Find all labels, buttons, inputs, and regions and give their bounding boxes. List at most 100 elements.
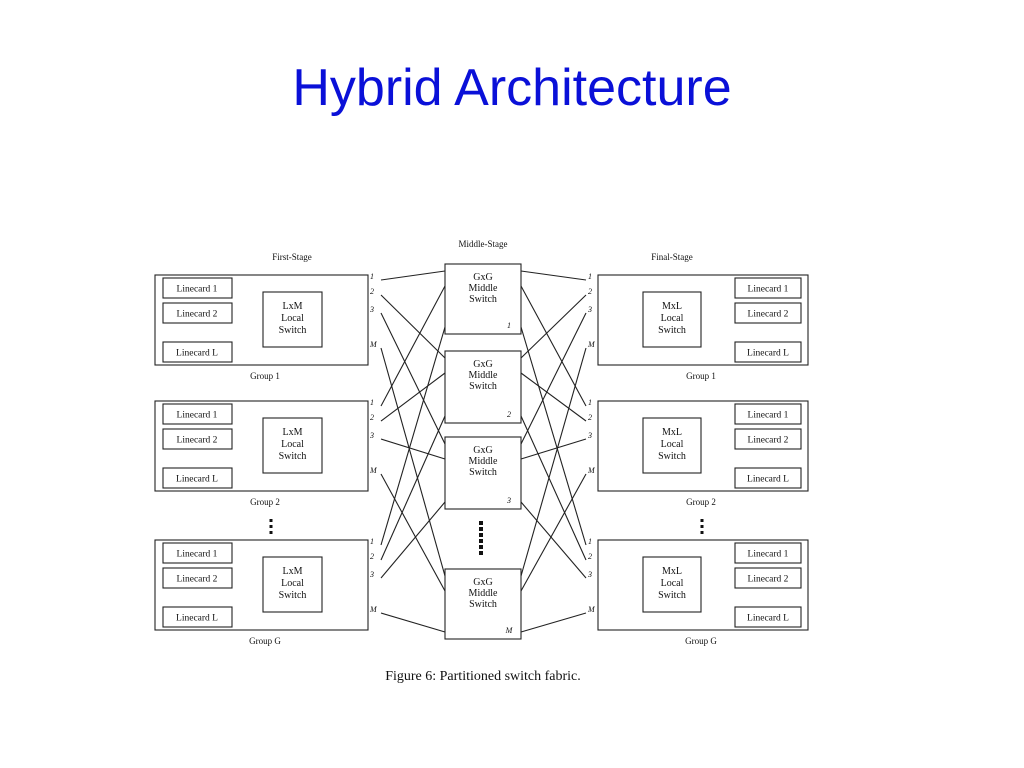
linecard-box [162,467,233,489]
ingress-port-label: 2 [370,552,374,561]
fabric-link [520,312,587,445]
linecard-box [162,428,233,450]
middle-switch-number: M [505,626,514,635]
middle-switch [444,350,522,424]
ingress-port-label: 1 [370,537,374,546]
linecard-box [734,302,802,324]
fabric-link [380,285,446,407]
group-ellipsis-dot [700,519,704,522]
egress-port-label: 2 [588,413,592,422]
ingress-group-label: Group 1 [250,371,280,381]
figure-caption: Figure 6: Partitioned switch fabric. [385,669,581,684]
ingress-switch-label: Switch [279,451,307,462]
ingress-port-label: 3 [369,431,374,440]
fabric-link [520,326,587,546]
middle-switch [444,436,522,510]
ingress-port-label: M [369,605,378,614]
fabric-link [380,326,446,546]
egress-local-switch [642,556,702,613]
middle-switch [444,263,522,335]
ingress-local-switch [262,417,323,474]
middle-switch-number: 1 [507,321,511,330]
linecard-label: Linecard 2 [748,310,789,320]
egress-switch-label: Local [661,578,684,589]
first-stage-label: First-Stage [272,252,312,262]
fabric-link [380,612,446,633]
linecard-box [734,428,802,450]
linecard-label: Linecard 2 [748,436,789,446]
egress-port-label: 1 [588,537,592,546]
middle-switch [444,568,522,640]
egress-local-switch [642,417,702,474]
ingress-switch-label: LxM [283,566,303,577]
middle-ellipsis-dot [479,539,483,543]
ingress-switch-label: LxM [283,427,303,438]
linecard-label: Linecard 1 [177,285,218,295]
egress-group-label: Group 1 [686,371,716,381]
linecard-box [734,277,802,299]
middle-ellipsis-dot [479,545,483,549]
fabric-link [520,438,587,460]
group-ellipsis-dot [269,531,273,534]
group-ellipsis-dot [700,531,704,534]
fabric-link [380,473,446,592]
fabric-link [380,312,446,445]
fabric-link [380,501,446,579]
fabric-link [520,285,587,407]
linecard-box [162,277,233,299]
linecard-box [162,302,233,324]
linecard-label: Linecard 1 [748,285,789,295]
linecard-box [734,542,802,564]
egress-switch-label: Switch [658,590,686,601]
ingress-switch-label: Local [281,313,304,324]
linecard-label: Linecard L [176,349,218,359]
fabric-link [380,294,446,359]
middle-switch-label: Switch [469,599,497,610]
linecard-label: Linecard 2 [177,436,218,446]
fabric-link [380,270,446,281]
ingress-local-switch [262,556,323,613]
linecard-box [734,606,802,628]
fabric-link [520,294,587,359]
linecard-label: Linecard L [747,614,789,624]
fabric-link [380,347,446,577]
fabric-link [520,612,587,633]
fabric-link [380,438,446,460]
ingress-port-label: 1 [370,398,374,407]
middle-ellipsis-dot [479,527,483,531]
ingress-port-label: 3 [369,570,374,579]
fabric-link [520,473,587,592]
linecard-label: Linecard 2 [177,310,218,320]
group-ellipsis-dot [700,525,704,528]
middle-stage-label: Middle-Stage [459,239,508,249]
egress-port-label: 3 [587,570,592,579]
linecard-box [162,341,233,363]
linecard-label: Linecard L [176,614,218,624]
linecard-box [734,403,802,425]
linecard-label: Linecard 2 [177,575,218,585]
fabric-link [520,501,587,579]
ingress-port-label: M [369,340,378,349]
fabric-link [520,347,587,577]
ingress-port-label: M [369,466,378,475]
linecard-label: Linecard 2 [748,575,789,585]
egress-group-label: Group 2 [686,497,716,507]
linecard-box [162,567,233,589]
egress-local-switch [642,291,702,348]
ingress-switch-label: Switch [279,325,307,336]
egress-group-label: Group G [685,636,717,646]
egress-port-label: 1 [588,272,592,281]
middle-ellipsis-dot [479,521,483,525]
linecard-label: Linecard L [176,475,218,485]
middle-switch-number: 3 [506,496,511,505]
egress-port-label: 2 [588,552,592,561]
linecard-box [734,467,802,489]
fabric-link [520,415,587,561]
middle-switch-label: Switch [469,381,497,392]
ingress-switch-label: Switch [279,590,307,601]
linecard-label: Linecard 1 [177,550,218,560]
fabric-link [520,372,587,422]
middle-switch-label: Middle [469,283,498,294]
ingress-local-switch [262,291,323,348]
slide-title: Hybrid Architecture [292,59,732,117]
